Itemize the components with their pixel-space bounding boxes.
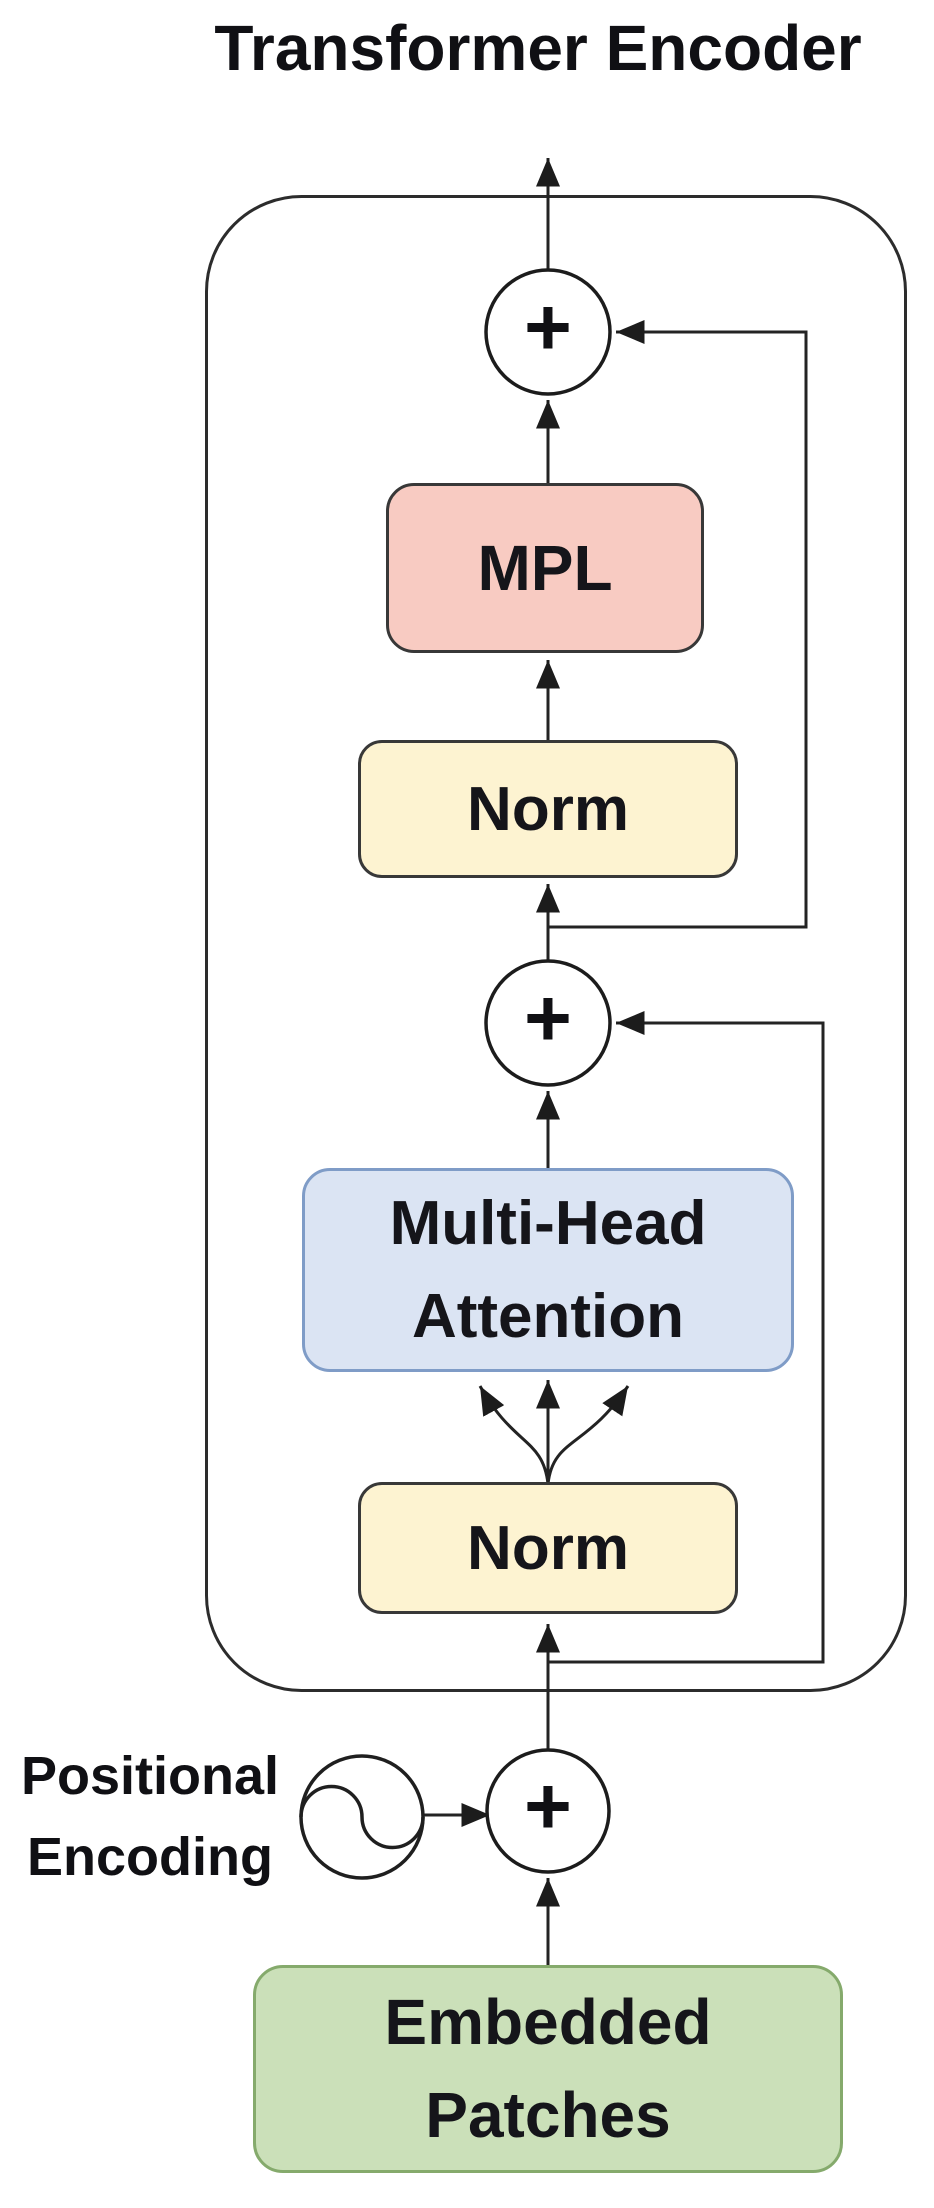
- add-operator-top: +: [524, 282, 572, 373]
- mha-block-label-line1: Multi-Head: [389, 1189, 707, 1258]
- norm-bottom-block-label: Norm: [467, 1513, 629, 1583]
- positional-encoding-label-line2: Encoding: [27, 1827, 273, 1887]
- encoder-block-outline: [205, 195, 907, 1692]
- positional-encoding-label-line1: Positional: [20, 1746, 280, 1806]
- positional-encoding-label: Positional Encoding: [4, 1736, 296, 1898]
- sinusoid-icon: [299, 1754, 425, 1880]
- residual-skip-arrow-bottom: [548, 1011, 825, 1664]
- norm-bottom-block: Norm: [358, 1482, 738, 1614]
- norm-top-block-label: Norm: [467, 774, 629, 844]
- add-circle-bottom: [485, 1748, 611, 1874]
- residual-skip-arrow-top: [548, 320, 808, 929]
- embedded-patches-label-line1: Embedded: [384, 1986, 712, 2059]
- add-operator-bottom: +: [524, 1761, 572, 1852]
- multi-head-attention-block: Multi-Head Attention: [302, 1168, 794, 1372]
- embedded-patches-label-line2: Patches: [425, 2079, 671, 2151]
- mlp-block-label: MPL: [477, 532, 613, 604]
- norm-to-mha-left-arrow: [478, 1385, 550, 1485]
- norm-to-mha-right-arrow: [546, 1385, 630, 1485]
- mha-block-label-line2: Attention: [411, 1282, 685, 1351]
- norm-top-block: Norm: [358, 740, 738, 878]
- embedded-patches-block: Embedded Patches: [253, 1965, 843, 2173]
- add-circle-middle: [484, 959, 612, 1087]
- add-operator-middle: +: [524, 973, 572, 1064]
- mlp-block: MPL: [386, 483, 704, 653]
- add-circle-top: [484, 268, 612, 396]
- diagram-title: Transformer Encoder: [214, 12, 862, 84]
